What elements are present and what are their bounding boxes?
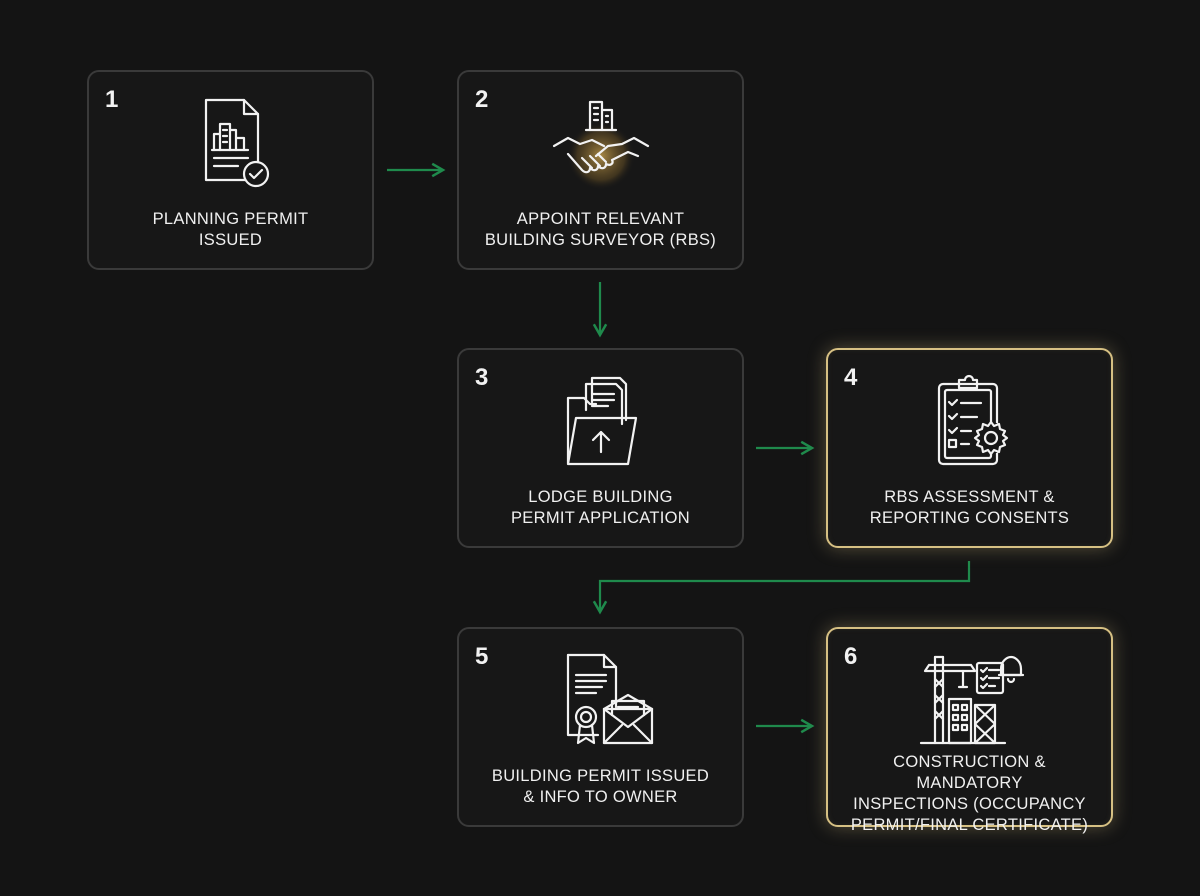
- step-label: CONSTRUCTION & MANDATORY INSPECTIONS (OC…: [850, 753, 1089, 834]
- step-label: LODGE BUILDING PERMIT APPLICATION: [511, 488, 690, 527]
- step-number: 6: [844, 643, 858, 670]
- step-label: PLANNING PERMIT ISSUED: [152, 210, 309, 249]
- folder-upload-icon: [546, 372, 656, 472]
- document-city-check-icon: [176, 94, 286, 194]
- step-number: 5: [475, 643, 489, 670]
- arrow-4-to-5: [592, 561, 971, 615]
- step-card-2: 2 APPOINT RELEVANT BUILDING SURVEYOR (RB…: [457, 70, 744, 270]
- clipboard-gear-icon: [915, 372, 1025, 472]
- step-number: 4: [844, 364, 858, 391]
- step-number: 1: [105, 86, 119, 113]
- step-card-5: 5 BUILDING PERMIT ISSUED & INFO TO OWNER: [457, 627, 744, 827]
- certificate-envelope-icon: [546, 651, 656, 751]
- step-card-6: 6 CONSTRUCTION & MANDATORY INSPECTIONS (: [826, 627, 1113, 834]
- step-number: 2: [475, 86, 489, 113]
- handshake-building-icon: [546, 94, 656, 194]
- step-number: 3: [475, 364, 489, 391]
- step-card-3: 3 LODGE BUILDING PERMIT APPLICATION: [457, 348, 744, 548]
- step-label: RBS ASSESSMENT & REPORTING CONSENTS: [869, 488, 1070, 527]
- crane-construction-icon: [915, 651, 1025, 751]
- step-label: BUILDING PERMIT ISSUED & INFO TO OWNER: [491, 767, 710, 806]
- step-label: APPOINT RELEVANT BUILDING SURVEYOR (RBS): [484, 210, 717, 249]
- step-card-4: 4 RBS ASSESSMENT & REPORTING CONSENTS: [826, 348, 1113, 548]
- step-card-1: 1 PLANNING PERMIT ISSUED: [87, 70, 374, 270]
